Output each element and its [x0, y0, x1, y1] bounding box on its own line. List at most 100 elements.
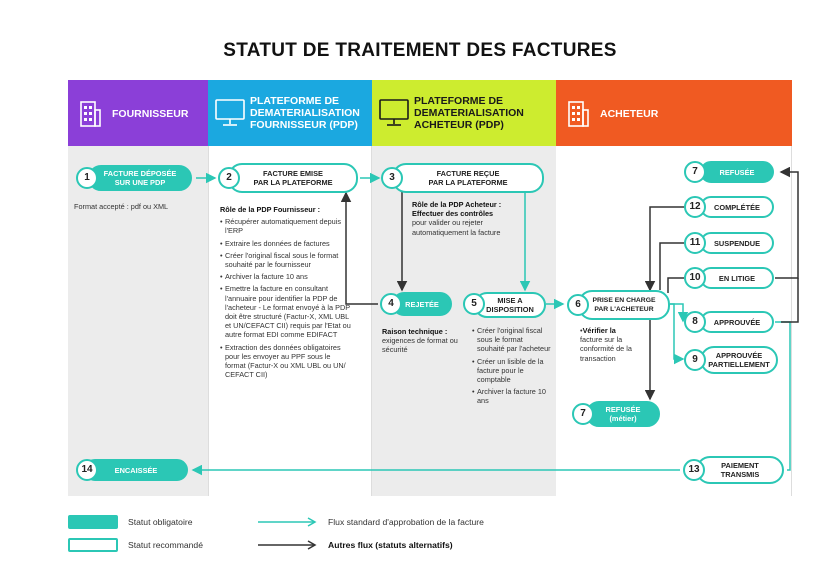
column-title-line: PLATEFORME DE	[414, 95, 504, 107]
verification-title: Vérifier la	[582, 326, 616, 335]
node-label: EN LITIGE	[718, 273, 756, 283]
acheteur-verification: •Vérifier la facture sur la conformité d…	[580, 326, 646, 363]
role-title: Rôle de la PDP Acheteur :	[412, 200, 502, 209]
monitor-icon	[215, 99, 245, 126]
node-label: PAIEMENT	[721, 461, 759, 470]
node-label: SUSPENDUE	[714, 238, 760, 248]
node-label: TRANSMIS	[720, 470, 760, 479]
arrow-8-13	[775, 321, 791, 471]
node-label: (métier)	[609, 414, 637, 423]
node-label: APPROUVÉE	[713, 317, 761, 327]
arrow-6-8	[670, 303, 689, 323]
node-label: FACTURE DÉPOSÉE	[103, 169, 177, 178]
role-title: Rôle de la PDP Fournisseur :	[220, 205, 321, 214]
node-label: REFUSÉE	[605, 405, 641, 414]
status-node-suspendue: SUSPENDUE	[700, 232, 774, 254]
column-title-line: DEMATERIALISATION	[414, 107, 524, 119]
column-header-pdp-fournisseur: PLATEFORME DE DEMATERIALISATION FOURNISS…	[208, 80, 372, 146]
legend-arrow-standard	[258, 517, 317, 527]
column-title-pdp-fournisseur: PLATEFORME DE DEMATERIALISATION FOURNISS…	[250, 95, 360, 131]
column-body-fournisseur	[68, 146, 208, 496]
column-header-pdp-acheteur: PLATEFORME DE DEMATERIALISATION ACHETEUR…	[372, 80, 556, 146]
role-item: Extraire les données de factures	[220, 239, 352, 248]
status-number: 2	[218, 167, 240, 189]
role-item: Archiver la facture 10 ans	[220, 272, 352, 281]
node-label: REFUSÉE	[719, 167, 755, 177]
column-title-acheteur: ACHETEUR	[600, 108, 659, 120]
node-label: ENCAISSÉE	[114, 465, 158, 475]
status-number: 13	[683, 459, 705, 481]
status-number: 9	[684, 349, 706, 371]
column-title-line: ACHETEUR (PDP)	[414, 119, 504, 131]
arrow-side-refusee	[775, 166, 799, 279]
rejet-reason: Raison technique : exigences de format o…	[382, 327, 462, 355]
node-label: PAR LA PLATEFORME	[253, 178, 333, 187]
arrow-side-approuvee	[781, 278, 799, 323]
status-number: 8	[684, 311, 706, 333]
task-item: Créer l'original fiscal sous le format s…	[472, 326, 552, 354]
legend-label-standard: Flux standard d'approbation de la factur…	[328, 517, 484, 527]
legend-arrow-autres	[258, 540, 317, 550]
role-item: Extraction des données obligatoires pour…	[220, 343, 352, 380]
status-number: 10	[684, 267, 706, 289]
column-title-line: PLATEFORME DE	[250, 95, 340, 107]
status-node-approuvee: APPROUVÉE	[700, 311, 774, 333]
arrow-11-6	[659, 242, 684, 290]
status-node-rejetee: REJETÉE	[392, 292, 452, 316]
legend-swatch-obligatoire	[68, 515, 118, 529]
status-node-encaissee: ENCAISSÉE	[84, 459, 188, 481]
building-icon	[568, 101, 589, 127]
mise-a-disposition-tasks: Créer l'original fiscal sous le format s…	[472, 326, 552, 409]
column-title-fournisseur: FOURNISSEUR	[112, 108, 189, 120]
node-label: APPROUVÉE	[715, 351, 763, 360]
reason-title: Raison technique :	[382, 327, 448, 336]
arrow-12-6	[644, 206, 687, 292]
column-title-pdp-acheteur: PLATEFORME DE DEMATERIALISATION ACHETEUR…	[414, 95, 524, 131]
status-number: 3	[381, 167, 403, 189]
status-number: 5	[463, 293, 485, 315]
legend-label-autres: Autres flux (statuts alternatifs)	[328, 540, 453, 550]
page-title: STATUT DE TRAITEMENT DES FACTURES	[223, 40, 617, 61]
role-item: Récupérer automatiquement depuis l'ERP	[220, 217, 352, 235]
role-item: Emettre la facture en consultant l'annua…	[220, 284, 352, 339]
arrow-10-6	[667, 277, 684, 293]
node-label: PAR LA PLATEFORME	[428, 178, 508, 187]
status-number: 7	[572, 403, 594, 425]
building-icon	[80, 101, 101, 127]
status-number: 12	[684, 196, 706, 218]
status-number: 6	[567, 294, 589, 316]
legend-label-recommande: Statut recommandé	[128, 540, 203, 550]
column-title-line: FOURNISSEUR (PDP)	[250, 119, 358, 131]
column-title-line: DEMATERIALISATION	[250, 107, 360, 119]
status-number: 7	[684, 161, 706, 183]
monitor-icon	[379, 99, 409, 126]
node-label: REJETÉE	[405, 299, 439, 309]
node-label: PARTIELLEMENT	[708, 360, 770, 369]
role-description: pour valider ou rejeter automatiquement …	[412, 218, 501, 237]
status-node-en-litige: EN LITIGE	[700, 267, 774, 289]
node-label: MISE A	[497, 296, 523, 305]
arrow-6-9	[670, 303, 685, 365]
node-label: COMPLÉTÉE	[714, 202, 760, 212]
node-label: FACTURE EMISE	[263, 169, 323, 178]
status-number: 4	[380, 293, 402, 315]
node-label: SUR UNE PDP	[114, 178, 166, 187]
legend-swatch-recommande	[68, 538, 118, 552]
node-label: PAR L'ACHETEUR	[594, 306, 654, 313]
task-item: Créer un lisible de la facture pour le c…	[472, 357, 552, 385]
format-note: Format accepté : pdf ou XML	[74, 202, 169, 211]
node-label: FACTURE REÇUE	[436, 169, 500, 178]
status-node-completee: COMPLÉTÉE	[700, 196, 774, 218]
pdp-fournisseur-role: Rôle de la PDP Fournisseur : Récupérer a…	[220, 205, 352, 382]
task-item: Archiver la facture 10 ans	[472, 387, 552, 405]
status-number: 11	[684, 232, 706, 254]
column-header-fournisseur: FOURNISSEUR	[68, 80, 208, 146]
